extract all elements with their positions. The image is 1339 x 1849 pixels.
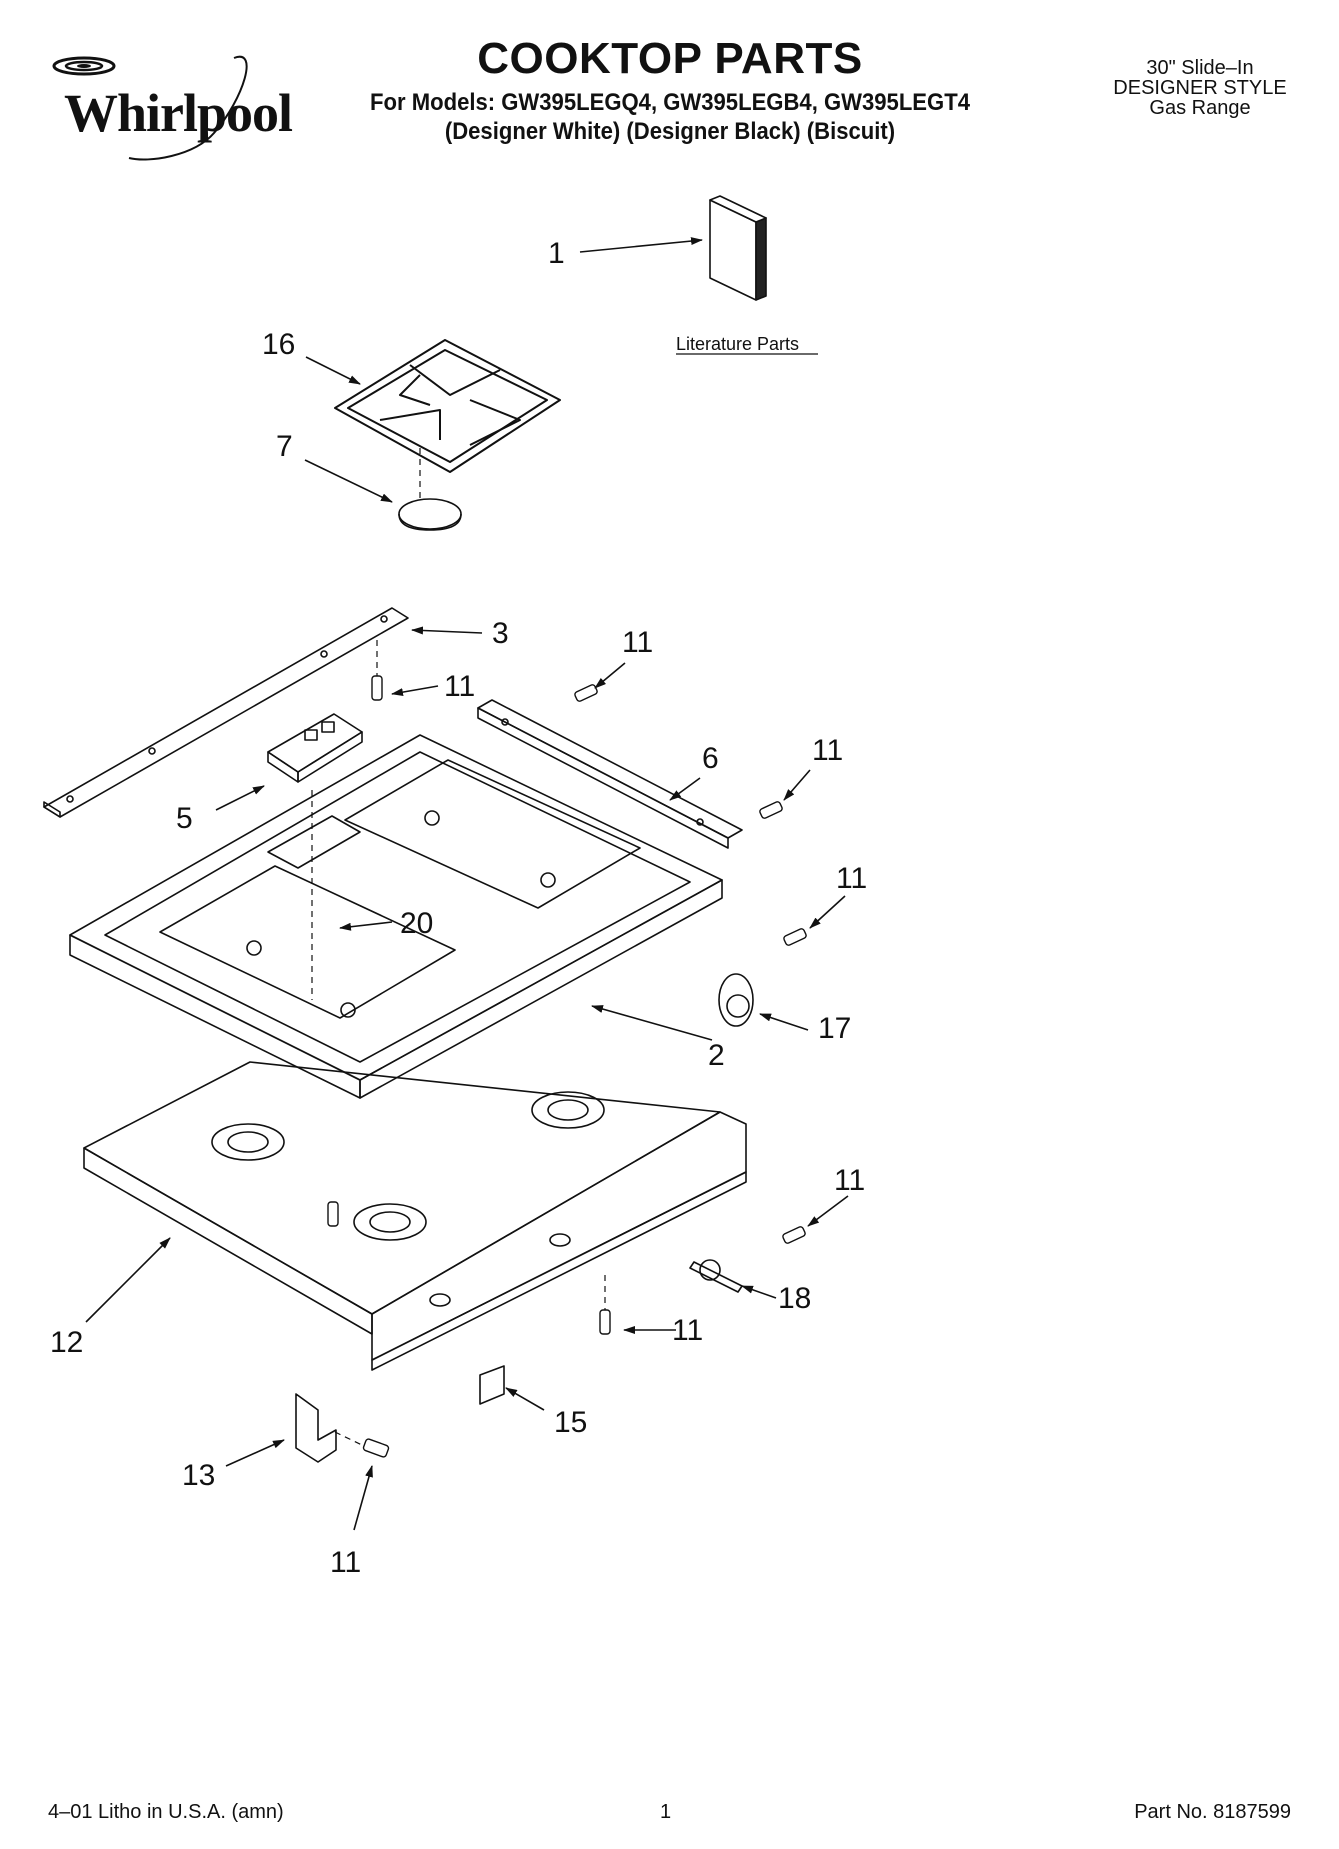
callout-12: 12 xyxy=(50,1326,83,1359)
leader-lines xyxy=(85,237,849,1531)
ignition-switch xyxy=(718,973,754,1027)
callout-11-d: 11 xyxy=(836,862,867,895)
product-line-3: Gas Range xyxy=(1149,97,1251,119)
callout-15: 15 xyxy=(554,1406,587,1439)
callout-17: 17 xyxy=(818,1012,851,1045)
callout-11-c: 11 xyxy=(812,734,843,767)
callout-11-b: 11 xyxy=(622,626,653,659)
screws xyxy=(327,675,807,1458)
callout-11-g: 11 xyxy=(330,1546,361,1579)
callout-2: 2 xyxy=(708,1039,725,1072)
burner-vent xyxy=(267,713,363,783)
footer-part-number: Part No. 8187599 xyxy=(1134,1801,1291,1823)
model-list: For Models: GW395LEGQ4, GW395LEGB4, GW39… xyxy=(366,88,973,146)
rear-trim-strip xyxy=(43,607,409,818)
anti-tip-bracket xyxy=(295,1393,337,1463)
clip-bracket xyxy=(479,1365,505,1405)
callout-11-f: 11 xyxy=(672,1314,703,1347)
callout-3: 3 xyxy=(492,617,509,650)
burner-grate xyxy=(334,339,561,473)
callout-5: 5 xyxy=(176,802,193,835)
whirlpool-logo: Whirlpool xyxy=(44,38,293,168)
callout-11-e: 11 xyxy=(834,1164,865,1197)
footer-page-number: 1 xyxy=(660,1801,672,1823)
burner-box xyxy=(83,1061,747,1371)
literature-parts-label: Literature Parts xyxy=(676,334,799,354)
callout-13: 13 xyxy=(182,1459,215,1492)
brand-name: Whirlpool xyxy=(64,83,293,143)
footer-print-info: 4–01 Litho in U.S.A. (amn) xyxy=(48,1801,284,1823)
product-line-1: 30" Slide–In xyxy=(1146,57,1254,79)
page-title: COOKTOP PARTS xyxy=(477,34,863,83)
burner-cap xyxy=(398,498,462,531)
product-line-2: DESIGNER STYLE xyxy=(1113,77,1287,99)
callout-18: 18 xyxy=(778,1282,811,1315)
callout-20: 20 xyxy=(400,907,433,940)
callout-16: 16 xyxy=(262,328,295,361)
colors-line: (Designer White) (Designer Black) (Biscu… xyxy=(444,118,896,145)
cooktop-main-top xyxy=(69,734,723,1099)
callout-1: 1 xyxy=(548,237,565,270)
callout-6: 6 xyxy=(702,742,719,775)
assembly-dash-lines xyxy=(311,448,606,1447)
side-trim-bracket xyxy=(477,699,743,849)
product-description: 30" Slide–In DESIGNER STYLE Gas Range xyxy=(1080,58,1320,118)
whirlpool-swirl-icon xyxy=(52,55,248,161)
callout-11-a: 11 xyxy=(444,670,475,703)
models-line: For Models: GW395LEGQ4, GW395LEGB4, GW39… xyxy=(370,89,970,116)
igniter-bracket xyxy=(689,1259,743,1293)
literature-parts-booklet xyxy=(676,195,818,355)
callout-7: 7 xyxy=(276,430,293,463)
